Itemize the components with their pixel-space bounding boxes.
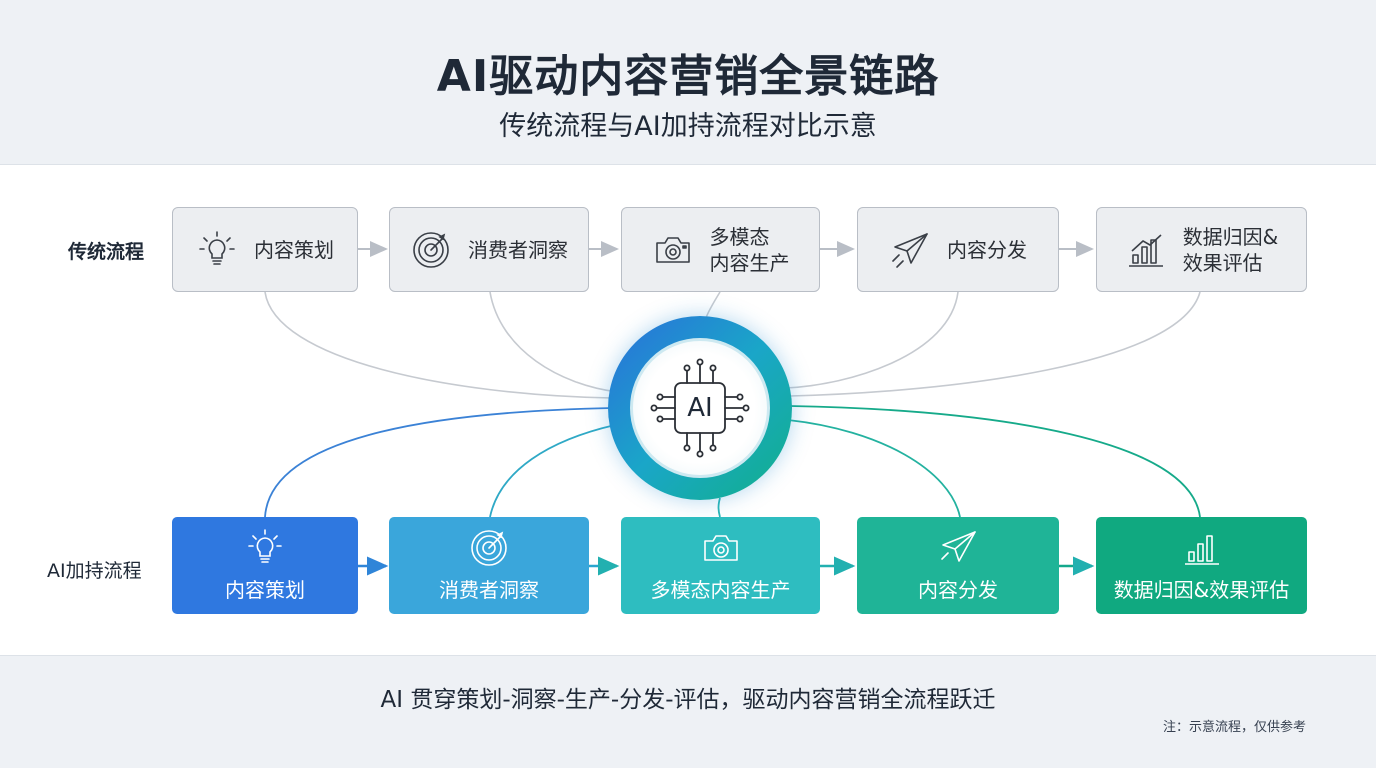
footer-band: [0, 655, 1376, 768]
ai-hub-core: AI: [630, 338, 770, 478]
lightbulb-icon: [248, 529, 282, 563]
trad-step-insight[interactable]: 消费者洞察: [389, 207, 589, 292]
footer-note: 注：示意流程，仅供参考: [1162, 720, 1306, 735]
ai-step-insight[interactable]: 消费者洞察: [389, 517, 589, 614]
target-icon: [471, 530, 507, 566]
ai-curve-4: [787, 419, 961, 518]
trad-step-evaluation[interactable]: 数据归因& 效果评估: [1096, 207, 1307, 292]
trad-step-label: 数据归因& 效果评估: [1182, 224, 1279, 275]
footer-caption: AI 贯穿策划-洞察-生产-分发-评估，驱动内容营销全流程跃迁: [380, 687, 996, 713]
ai-step-planning[interactable]: 内容策划: [172, 517, 358, 614]
target-icon: [413, 231, 449, 268]
ai-step-production[interactable]: 多模态内容生产: [621, 517, 820, 614]
trad-step-label: 消费者洞察: [468, 237, 568, 262]
header-band: [0, 0, 1376, 165]
ai-step-label: 消费者洞察: [439, 578, 539, 602]
ai-step-label: 内容策划: [225, 578, 305, 602]
paper-plane-icon: [941, 531, 976, 562]
ai-curve-3: [717, 497, 721, 518]
ai-curve-2: [489, 424, 616, 518]
bar-chart-icon: [1128, 233, 1163, 267]
ai-step-label: 内容分发: [918, 578, 998, 602]
page-title: AI驱动内容营销全景链路: [436, 51, 940, 102]
trad-step-production[interactable]: 多模态 内容生产: [621, 207, 820, 292]
ai-curve-5: [789, 405, 1201, 518]
trad-step-label: 多模态 内容生产: [709, 224, 790, 275]
ai-step-label: 数据归因&效果评估: [1113, 578, 1290, 602]
ai-hub-label: AI: [687, 393, 713, 423]
ai-curve-1: [264, 407, 613, 518]
trad-curve-1: [264, 291, 613, 399]
bar-chart-icon: [1184, 535, 1219, 565]
trad-curve-4: [785, 291, 959, 389]
trad-step-label: 内容策划: [254, 237, 334, 262]
trad-curve-5: [789, 291, 1201, 397]
trad-curve-2: [489, 291, 619, 393]
ai-step-evaluation[interactable]: 数据归因&效果评估: [1096, 517, 1307, 614]
camera-icon: [703, 535, 738, 561]
trad-step-planning[interactable]: 内容策划: [172, 207, 358, 292]
lightbulb-icon: [199, 230, 235, 265]
trad-step-label: 内容分发: [947, 237, 1027, 262]
paper-plane-icon: [892, 232, 928, 268]
ai-chip-icon: [650, 358, 750, 458]
page-subtitle: 传统流程与AI加持流程对比示意: [499, 111, 877, 142]
row-label-ai: AI加持流程: [47, 560, 142, 582]
trad-curve-3: [705, 291, 721, 319]
trad-step-distribution[interactable]: 内容分发: [857, 207, 1059, 292]
ai-step-distribution[interactable]: 内容分发: [857, 517, 1059, 614]
row-label-traditional: 传统流程: [68, 241, 145, 263]
camera-icon: [655, 236, 690, 263]
ai-step-label: 多模态内容生产: [650, 578, 791, 602]
ai-hub[interactable]: AI: [608, 316, 792, 500]
